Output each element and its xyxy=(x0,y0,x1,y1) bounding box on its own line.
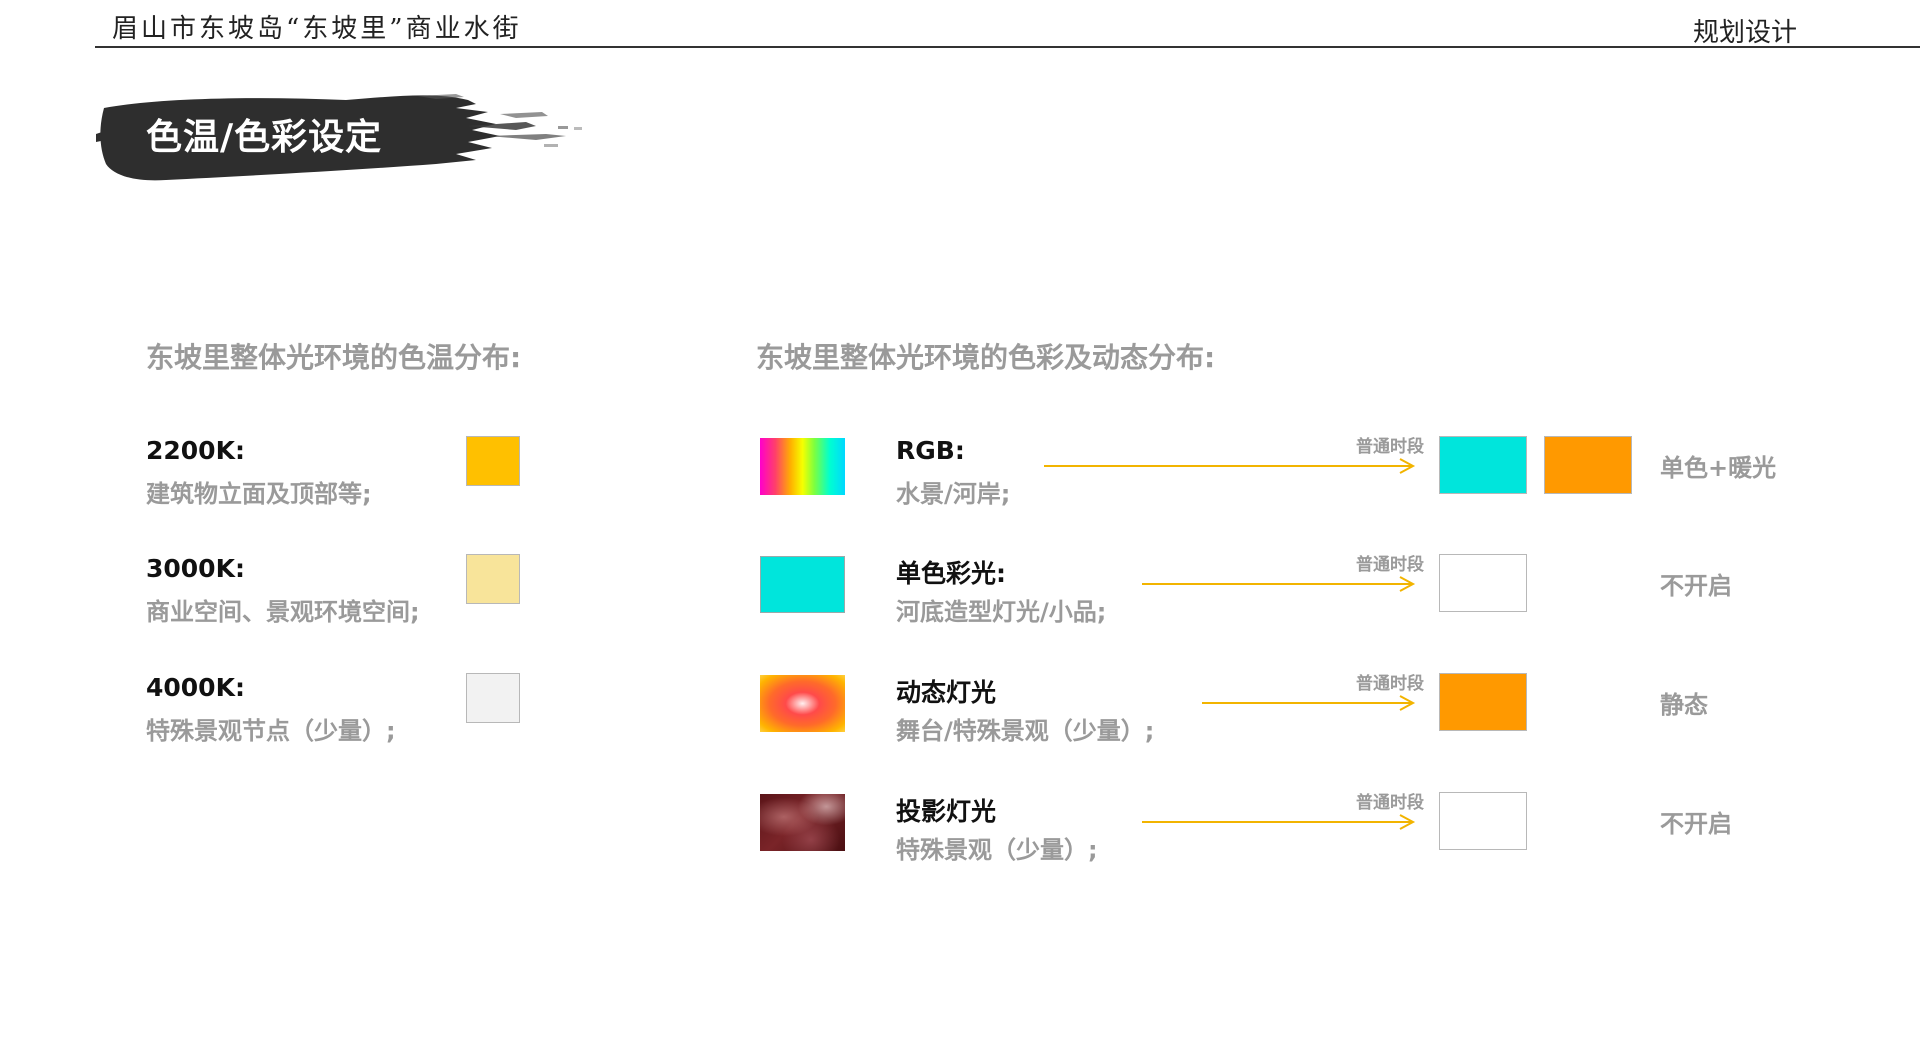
dynamics-label: RGB: xyxy=(896,436,965,465)
temperature-description: 建筑物立面及顶部等; xyxy=(146,480,372,508)
arrow-right-icon xyxy=(1202,695,1416,711)
temperature-label: 2200K: xyxy=(146,436,245,465)
temperature-swatch xyxy=(466,436,520,486)
arrow-right-icon xyxy=(1142,814,1416,830)
temperature-swatch xyxy=(466,554,520,604)
result-swatch xyxy=(1439,673,1527,731)
dynamics-row-monochrome: 单色彩光: 河底造型灯光/小品; 普通时段 不开启 xyxy=(760,554,1820,634)
dynamics-description: 特殊景观（少量）; xyxy=(896,836,1098,864)
dynamics-row-dynamic: 动态灯光 舞台/特殊景观（少量）; 普通时段 静态 xyxy=(760,673,1820,753)
banner-title: 色温/色彩设定 xyxy=(146,117,383,158)
temperature-swatch xyxy=(466,673,520,723)
result-swatch xyxy=(1544,436,1632,494)
dynamics-description: 舞台/特殊景观（少量）; xyxy=(896,717,1155,745)
rgb-gradient-thumbnail xyxy=(760,438,845,495)
temperature-label: 4000K: xyxy=(146,673,245,702)
result-swatch xyxy=(1439,554,1527,612)
state-label: 静态 xyxy=(1660,691,1708,719)
result-swatch xyxy=(1439,792,1527,850)
temperature-row-3000k: 3000K: 商业空间、景观环境空间; xyxy=(146,554,526,634)
temperature-label: 3000K: xyxy=(146,554,245,583)
arrow-right-icon xyxy=(1142,576,1416,592)
dynamics-description: 水景/河岸; xyxy=(896,480,1011,508)
ink-brush-banner xyxy=(96,94,582,181)
color-temperature-heading: 东坡里整体光环境的色温分布: xyxy=(146,341,522,374)
document-title: 眉山市东坡岛“东坡里”商业水街 xyxy=(112,14,522,44)
dynamics-label: 单色彩光: xyxy=(896,559,1006,588)
temperature-row-2200k: 2200K: 建筑物立面及顶部等; xyxy=(146,436,526,516)
dynamics-label: 动态灯光 xyxy=(896,678,997,707)
dynamics-row-rgb: RGB: 水景/河岸; 普通时段 单色+暖光 xyxy=(760,436,1820,516)
state-label: 单色+暖光 xyxy=(1660,454,1777,482)
temperature-description: 特殊景观节点（少量）; xyxy=(146,717,396,745)
period-label: 普通时段 xyxy=(1356,674,1424,694)
projection-thumbnail xyxy=(760,794,845,851)
state-label: 不开启 xyxy=(1660,572,1732,600)
result-swatch xyxy=(1439,436,1527,494)
state-label: 不开启 xyxy=(1660,810,1732,838)
header-divider xyxy=(95,46,1920,48)
dynamics-label: 投影灯光 xyxy=(896,797,997,826)
temperature-description: 商业空间、景观环境空间; xyxy=(146,598,420,626)
period-label: 普通时段 xyxy=(1356,555,1424,575)
temperature-row-4000k: 4000K: 特殊景观节点（少量）; xyxy=(146,673,526,753)
dynamics-description: 河底造型灯光/小品; xyxy=(896,598,1107,626)
dynamics-row-projection: 投影灯光 特殊景观（少量）; 普通时段 不开启 xyxy=(760,792,1820,872)
color-dynamics-heading: 东坡里整体光环境的色彩及动态分布: xyxy=(756,341,1216,374)
dynamic-light-thumbnail xyxy=(760,675,845,732)
cyan-thumbnail xyxy=(760,556,845,613)
period-label: 普通时段 xyxy=(1356,793,1424,813)
period-label: 普通时段 xyxy=(1356,437,1424,457)
section-tag: 规划设计 xyxy=(1692,18,1797,48)
arrow-right-icon xyxy=(1044,458,1416,474)
